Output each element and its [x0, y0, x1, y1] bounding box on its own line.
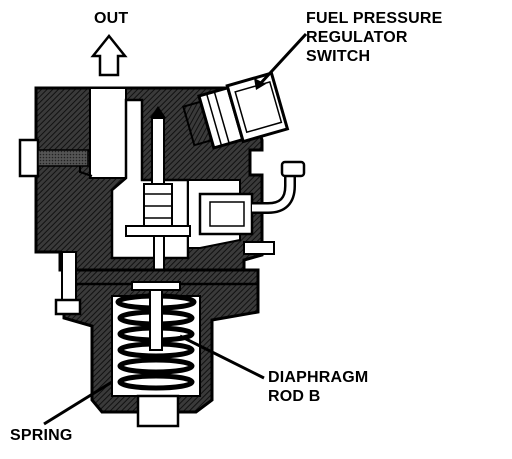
left-stud	[54, 251, 82, 316]
fprs-line-2: REGULATOR	[306, 29, 408, 46]
pressure-switch	[182, 71, 290, 150]
spring-leader	[43, 380, 113, 426]
out-label: OUT	[94, 10, 129, 27]
left-bolt	[18, 138, 89, 178]
diaphragm-rod-b-label: DIAPHRAGM ROD B	[268, 368, 368, 406]
diaphragm-leader	[179, 334, 265, 380]
diaphragm-rod	[131, 281, 181, 351]
diaphragm-line-2: ROD B	[268, 388, 321, 405]
out-arrow	[90, 33, 128, 77]
switch-leader-arrow	[254, 78, 266, 90]
valve-needle	[125, 106, 191, 287]
leader-lines	[43, 32, 308, 426]
fprs-line-3: SWITCH	[306, 48, 371, 65]
fuel-pressure-regulator-switch-label: FUEL PRESSURE REGULATOR SWITCH	[306, 9, 443, 66]
fprs-line-1: FUEL PRESSURE	[306, 10, 443, 27]
diaphragm-line-1: DIAPHRAGM	[268, 369, 369, 386]
switch-leader	[258, 32, 308, 86]
spring-label: SPRING	[10, 427, 73, 444]
vacuum-fitting	[198, 160, 306, 255]
